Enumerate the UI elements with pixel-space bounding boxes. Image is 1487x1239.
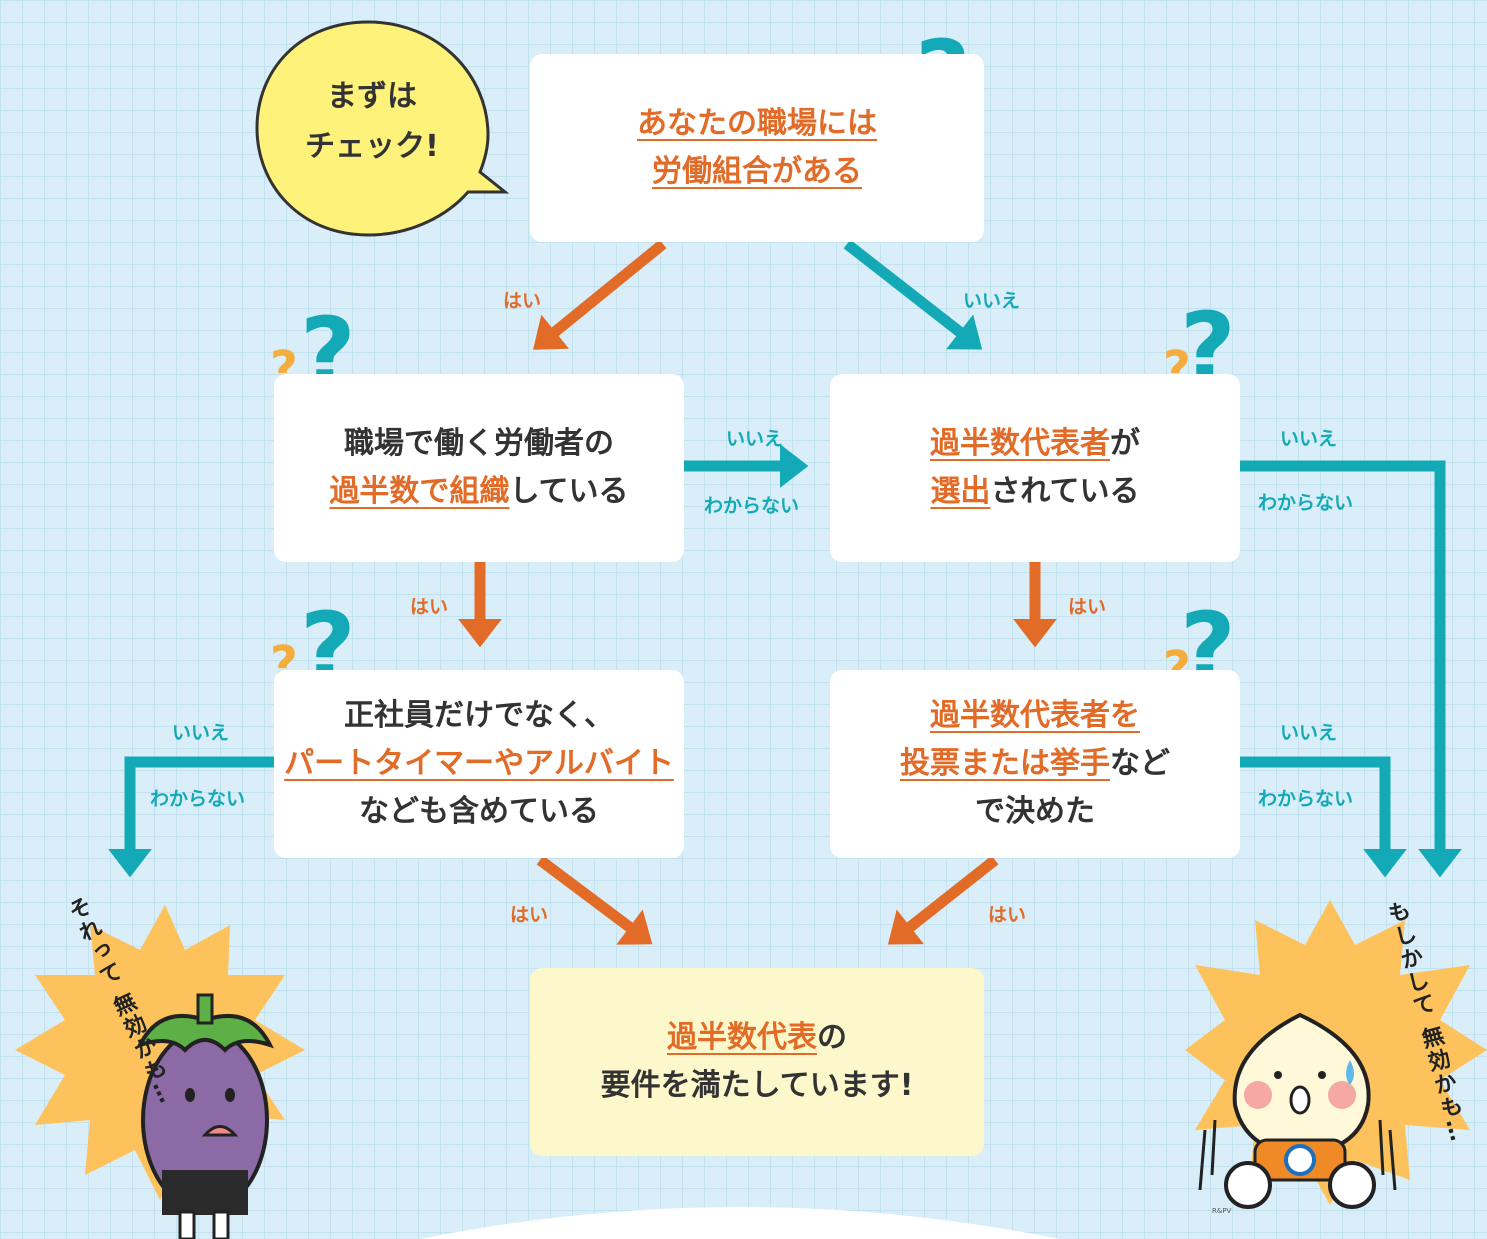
question-union-exists: あなたの職場には労働組合がある xyxy=(530,54,984,242)
highlighted-term: パートタイマーやアルバイト xyxy=(284,746,674,781)
label-yes: はい xyxy=(503,290,542,312)
label-no: いいえ xyxy=(963,290,1021,312)
result-requirements-met: 過半数代表の要件を満たしています! xyxy=(530,968,984,1156)
node-text: の xyxy=(817,1020,847,1055)
question-majority-organized: 職場で働く労働者の過半数で組織している xyxy=(274,374,684,562)
node-text: 要件を満たしています! xyxy=(600,1068,914,1103)
speech-bubble xyxy=(255,20,510,237)
left-burst xyxy=(15,905,305,1200)
node-line: 投票または挙手など xyxy=(900,740,1170,788)
node-line: パートタイマーやアルバイト xyxy=(284,740,674,788)
node-line: 要件を満たしています! xyxy=(601,1062,914,1110)
node-line: 労働組合がある xyxy=(652,148,862,196)
node-text: で決めた xyxy=(975,794,1095,829)
highlighted-term: 労働組合がある xyxy=(652,154,862,189)
highlighted-term: 過半数代表者 xyxy=(930,426,1110,461)
label-yes: はい xyxy=(510,904,549,926)
node-text: 正社員だけでなく、 xyxy=(344,698,614,733)
highlighted-term: 過半数代表者を xyxy=(930,698,1140,733)
node-text: など xyxy=(1110,746,1170,781)
onion-character xyxy=(1198,1012,1397,1209)
highlighted-term: 投票または挙手 xyxy=(900,746,1110,781)
yes-arrows xyxy=(458,239,1057,945)
node-line: 正社員だけでなく、 xyxy=(344,692,614,740)
node-text: している xyxy=(509,474,629,509)
node-line: 過半数代表者を xyxy=(930,692,1140,740)
highlighted-term: 過半数で組織 xyxy=(329,474,510,509)
node-line: 過半数で組織している xyxy=(329,468,628,516)
highlighted-term: 過半数代表 xyxy=(667,1020,817,1055)
node-line: なども含めている xyxy=(359,788,599,836)
label-no: いいえ xyxy=(726,428,784,450)
credit: R&PV xyxy=(1212,1207,1232,1215)
bubble-line-1: まずは xyxy=(327,79,417,114)
node-line: 職場で働く労働者の xyxy=(344,420,614,468)
node-text: されている xyxy=(990,474,1140,509)
node-line: あなたの職場には xyxy=(637,100,877,148)
question-vote-or-show-hands: 過半数代表者を投票または挙手などで決めた xyxy=(830,670,1240,858)
label-unknown: わからない xyxy=(150,788,246,810)
speech-bubble-text: まずは チェック! xyxy=(272,72,472,172)
node-text: なども含めている xyxy=(359,794,599,829)
question-representative-selected: 過半数代表者が選出されている xyxy=(830,374,1240,562)
node-line: で決めた xyxy=(975,788,1095,836)
node-line: 選出されている xyxy=(930,468,1139,516)
label-no: いいえ xyxy=(172,722,230,744)
bubble-line-2: チェック! xyxy=(305,129,439,164)
label-unknown: わからない xyxy=(704,495,800,517)
label-no: いいえ xyxy=(1280,428,1338,450)
node-text: が xyxy=(1110,426,1140,461)
eggplant-character xyxy=(136,993,274,1239)
node-text: 職場で働く労働者の xyxy=(344,426,614,461)
bottom-mound xyxy=(420,1207,1060,1239)
no-arrows xyxy=(108,239,1462,878)
node-line: 過半数代表の xyxy=(667,1014,847,1062)
highlighted-term: あなたの職場には xyxy=(637,106,877,141)
highlighted-term: 選出 xyxy=(930,474,991,509)
question-includes-part-timers: 正社員だけでなく、パートタイマーやアルバイトなども含めている xyxy=(274,670,684,858)
label-unknown: わからない xyxy=(1258,788,1354,810)
label-yes: はい xyxy=(988,904,1027,926)
label-yes: はい xyxy=(1068,596,1107,618)
label-yes: はい xyxy=(410,596,449,618)
label-no: いいえ xyxy=(1280,722,1338,744)
node-line: 過半数代表者が xyxy=(930,420,1140,468)
label-unknown: わからない xyxy=(1258,492,1354,514)
